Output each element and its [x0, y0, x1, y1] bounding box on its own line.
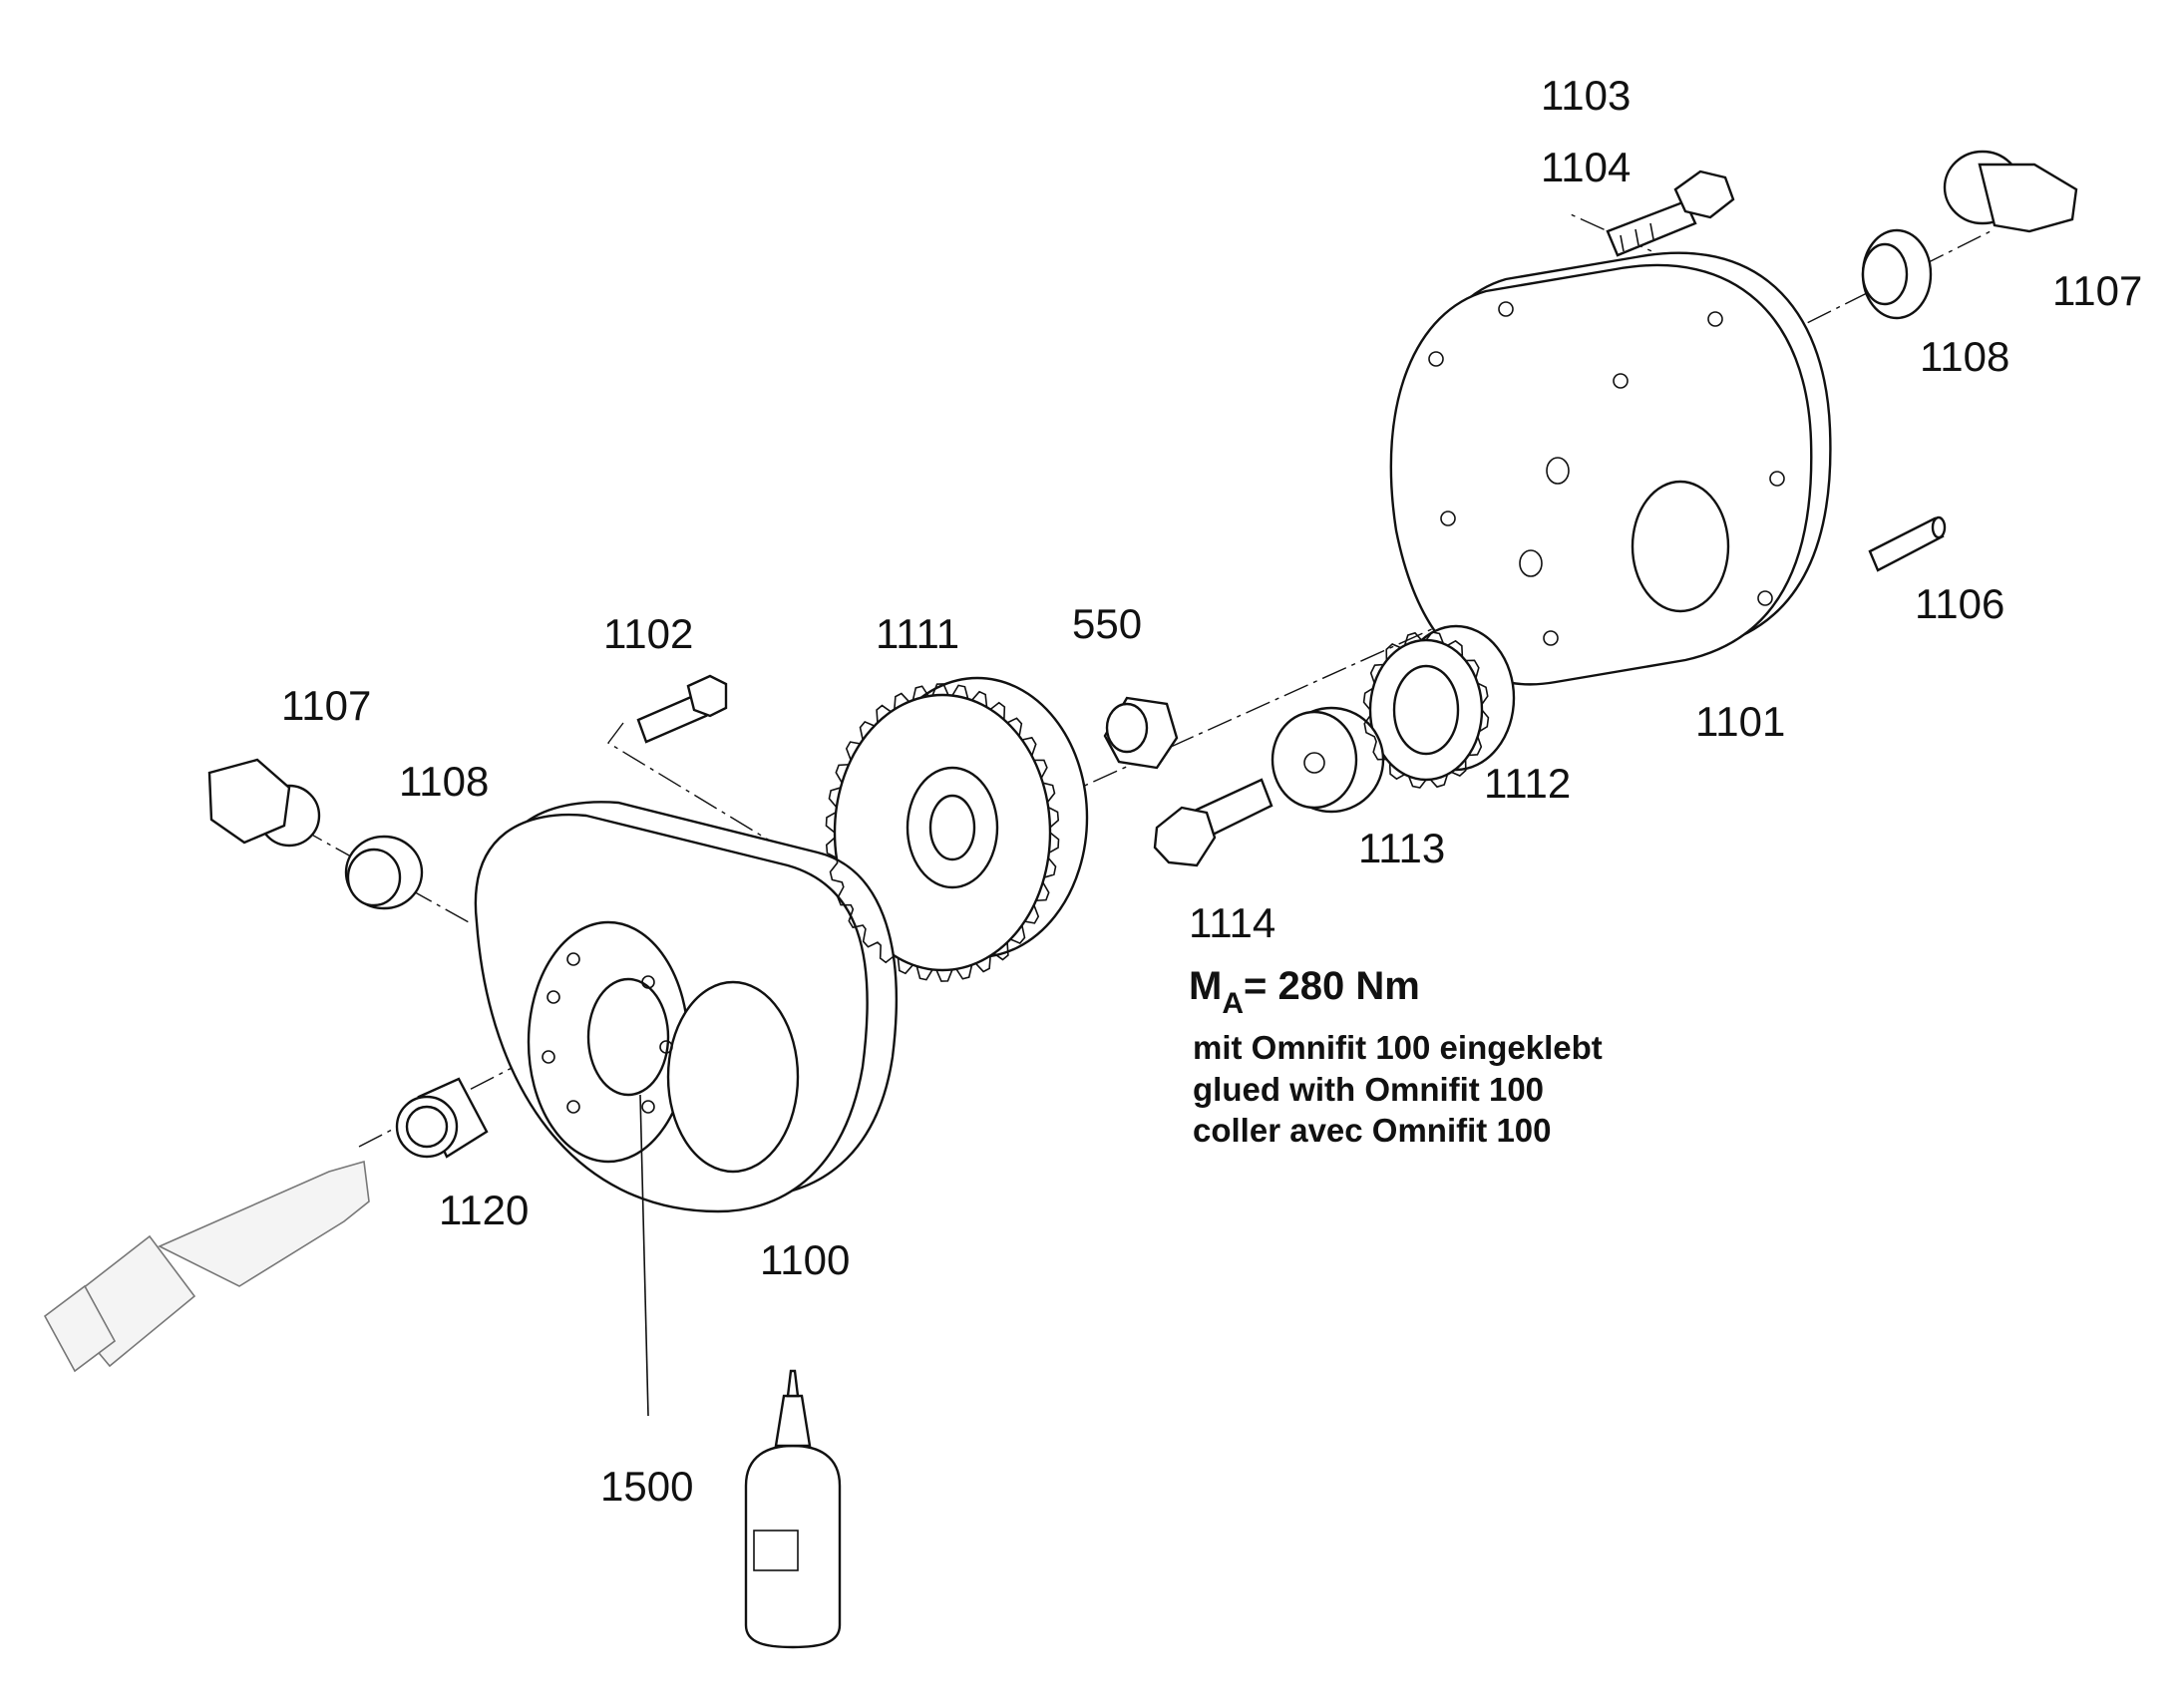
label-1112: 1112: [1484, 760, 1571, 807]
label-1107-left: 1107: [281, 682, 371, 729]
part-1120-bushing: [395, 1077, 489, 1159]
part-1107-plug-left: [207, 758, 321, 848]
label-550: 550: [1072, 600, 1142, 647]
label-1104: 1104: [1541, 144, 1631, 190]
label-1108-right: 1108: [1920, 333, 2009, 380]
part-1114-bolt: [1153, 778, 1273, 867]
part-1108-washer-left: [344, 835, 424, 910]
note-line-en: glued with Omnifit 100: [1193, 1071, 1544, 1108]
label-1107-right: 1107: [2052, 267, 2142, 314]
leader-1500: [639, 1094, 649, 1417]
part-1111-gear: [833, 676, 1089, 972]
label-1106: 1106: [1915, 580, 2004, 627]
part-1104-bolt: [1606, 170, 1735, 257]
gear-tooth-outline: [1362, 631, 1490, 789]
label-1108-left: 1108: [399, 758, 489, 805]
label-1114: 1114: [1189, 899, 1275, 946]
gear-tooth-outline: [825, 683, 1060, 982]
label-1111: 1111: [876, 610, 959, 657]
part-1101-cover: [1389, 251, 1832, 686]
torque-text: MA= 280 Nm: [1189, 964, 1420, 1020]
gear-1112-teeth: [1362, 631, 1490, 789]
gear-1111-teeth: [825, 683, 1060, 982]
part-1108-washer-right: [1861, 228, 1933, 320]
part-1100-housing: [474, 801, 899, 1213]
part-1113-washer: [1271, 706, 1385, 814]
note-line-fr: coller avec Omnifit 100: [1193, 1112, 1552, 1149]
part-1500-adhesive-bottle: [744, 1369, 842, 1649]
note-line-de: mit Omnifit 100 eingeklebt: [1193, 1029, 1603, 1066]
label-1500: 1500: [600, 1463, 693, 1510]
label-1120: 1120: [439, 1187, 529, 1233]
part-550-nut: [1103, 696, 1179, 770]
label-1113: 1113: [1358, 825, 1445, 871]
adhesive-note: mit Omnifit 100 eingeklebt glued with Om…: [1193, 1029, 1603, 1149]
label-1103: 1103: [1541, 72, 1631, 119]
label-1100: 1100: [760, 1236, 850, 1283]
part-1102-bolt: [636, 674, 728, 744]
part-1112-gear: [1368, 624, 1516, 782]
label-1102: 1102: [603, 610, 693, 657]
part-labels: 1103 1104 1107 1108 1106 1101 1102 1111 …: [281, 72, 2142, 1510]
part-pinion-shaft: [43, 1160, 370, 1373]
part-1106-pin: [1868, 515, 1947, 572]
label-1101: 1101: [1695, 698, 1785, 745]
part-1107-plug-right: [1943, 150, 2078, 233]
torque-spec: MA= 280 Nm: [1189, 964, 1420, 1020]
